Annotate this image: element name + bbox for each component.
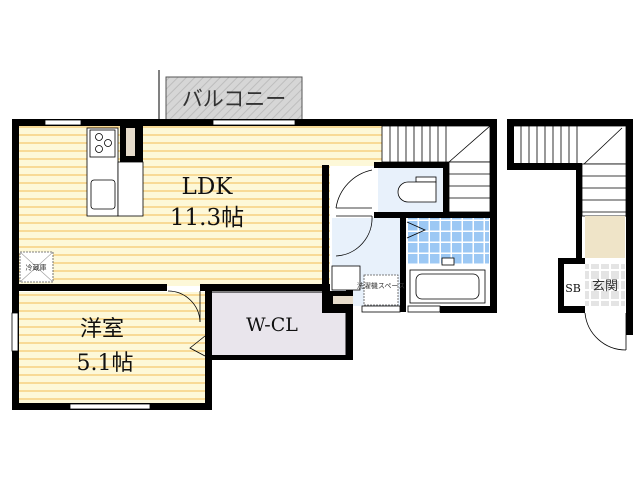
bathroom-tiles (407, 218, 489, 264)
western-room-floor (19, 292, 205, 404)
washer-label: 洗濯機スペース (357, 281, 405, 290)
ldk-size: 11.3帖 (170, 205, 244, 231)
ldk-name: LDK (182, 174, 234, 200)
entrance-label: 玄関 (592, 279, 618, 294)
entrance-unit: SB 玄関 (507, 119, 633, 351)
ldk-floor (19, 126, 330, 286)
sink-icon (90, 179, 116, 210)
balcony-label: バルコニー (182, 87, 287, 111)
balcony: バルコニー (158, 70, 303, 121)
fridge-label: 冷蔵庫 (26, 263, 47, 272)
western-room-name: 洋室 (80, 317, 124, 342)
shoe-box-label: SB (565, 282, 581, 295)
doors (167, 169, 426, 357)
washer-space: 洗濯機スペース (357, 274, 405, 306)
stove-icon (89, 129, 116, 158)
closet-label: W-CL (246, 314, 298, 336)
storage-box (585, 216, 625, 258)
staircase (381, 125, 491, 213)
wash-basin-icon (331, 265, 361, 291)
bathtub-icon (409, 257, 486, 304)
toilet-icon (397, 176, 437, 203)
windows (11, 119, 441, 410)
fridge-space: 冷蔵庫 (19, 251, 54, 283)
western-room-size: 5.1帖 (77, 351, 134, 376)
kitchen-counter (86, 126, 144, 217)
entrance-floor (585, 264, 625, 306)
